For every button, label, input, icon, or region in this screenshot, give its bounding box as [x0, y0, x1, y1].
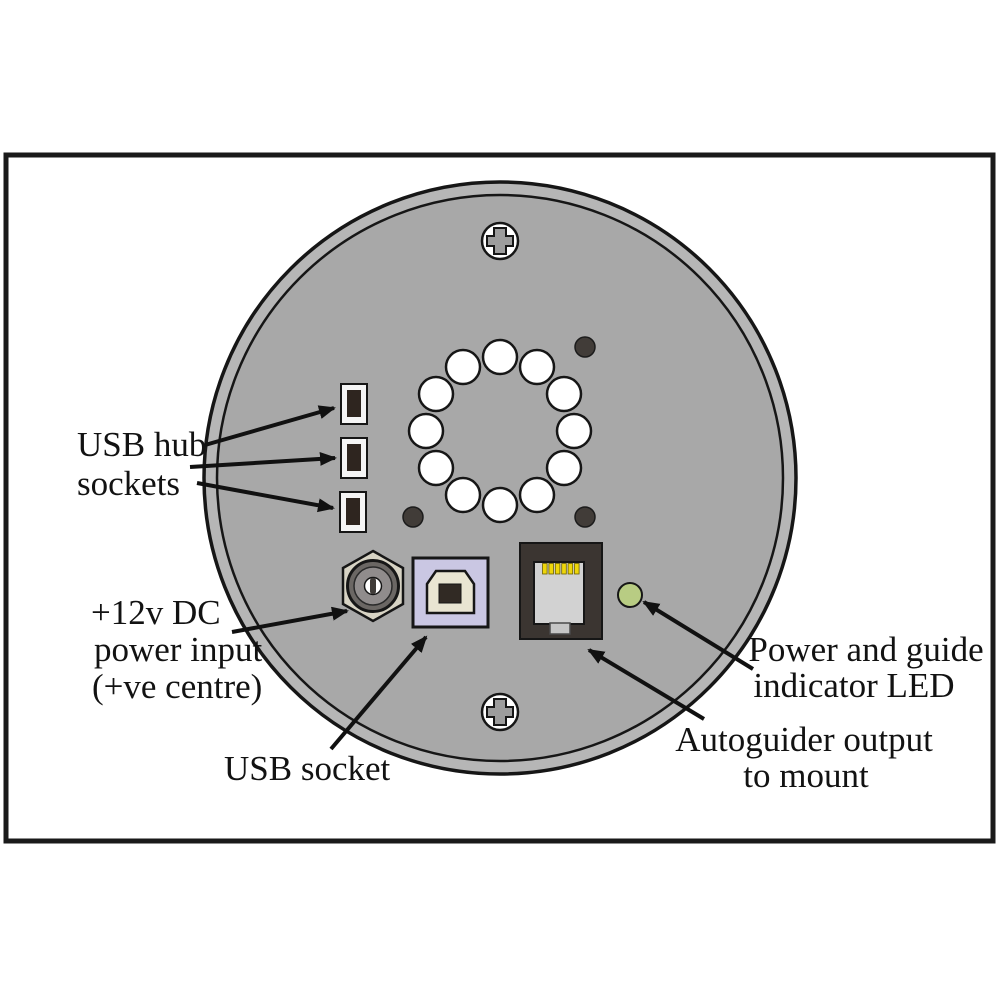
label-usb-socket: USB socket [224, 749, 391, 788]
label-line: +12v DC [91, 593, 221, 632]
rj12-pin [542, 563, 548, 575]
rj12-pin [554, 563, 561, 575]
jack-center-pin [370, 578, 376, 594]
vent-hole [444, 476, 482, 514]
rj12-pin [548, 563, 554, 575]
socket-opening [346, 498, 360, 525]
rj12-pin [567, 563, 574, 575]
case-screw-bottom [480, 692, 520, 732]
usb-hub-socket-1 [340, 383, 368, 425]
usb-hub-sockets [339, 383, 368, 533]
fan-screw-dot [574, 336, 596, 358]
rj12-latch-slot [549, 622, 571, 635]
arrow-usb-hub-1 [204, 405, 336, 447]
fan-screw-dots [402, 336, 596, 528]
vent-hole [545, 375, 583, 413]
label-line: Autoguider output [675, 720, 933, 759]
label-line: (+ve centre) [92, 667, 262, 706]
phillips-cross-icon [486, 698, 514, 726]
phillips-cross-icon [486, 227, 514, 255]
arrow-usb-socket [329, 635, 428, 751]
rj12-pin [574, 563, 580, 575]
vent-hole [444, 348, 482, 386]
arrow-usb-hub-3 [196, 481, 335, 513]
label-line: Power and guide [748, 630, 983, 669]
dc-power-connector [341, 549, 405, 623]
labels: USB hub sockets +12v DC power input (+ve… [77, 425, 984, 795]
vent-hole [518, 476, 556, 514]
arrow-dc-power [231, 606, 349, 634]
label-usb-hub-sockets: USB hub sockets [77, 425, 206, 503]
usb-hub-socket-3 [339, 491, 367, 533]
label-indicator-led: Power and guide indicator LED [748, 630, 983, 705]
label-autoguider-output: Autoguider output to mount [675, 720, 933, 795]
socket-opening [347, 444, 361, 471]
vent-hole [545, 449, 583, 487]
label-line: USB socket [224, 749, 391, 788]
annotation-arrows [189, 405, 755, 751]
autoguider-rj12-socket [519, 542, 603, 640]
arrow-usb-hub-2 [189, 451, 337, 469]
indicator-led [617, 582, 643, 608]
usb-b-contact-block [438, 583, 462, 604]
label-line: power input [94, 630, 262, 669]
usb-hub-socket-2 [340, 437, 368, 479]
label-line: sockets [77, 464, 180, 503]
arrow-led [642, 600, 755, 671]
fan-screw-dot [402, 506, 424, 528]
arrow-autoguider [587, 648, 706, 721]
fan-screw-dot [574, 506, 596, 528]
rear-panel-disc [202, 180, 798, 776]
socket-frame [340, 383, 368, 425]
vent-hole [407, 412, 445, 450]
panel-face [215, 193, 785, 763]
vent-hole [481, 338, 519, 376]
vent-hole [555, 412, 593, 450]
fan-vent-holes [407, 338, 593, 524]
rj12-pin [561, 563, 567, 575]
case-screw-top [480, 221, 520, 261]
usb-b-socket [411, 556, 490, 629]
vent-hole [417, 375, 455, 413]
vent-hole [417, 449, 455, 487]
rj12-contact-pins [542, 563, 580, 575]
label-dc-power-input: +12v DC power input (+ve centre) [91, 593, 262, 706]
label-line: indicator LED [753, 666, 954, 705]
label-line: to mount [743, 756, 869, 795]
label-line: USB hub [77, 425, 206, 464]
vent-hole [481, 486, 519, 524]
vent-hole [518, 348, 556, 386]
socket-opening [347, 390, 361, 417]
